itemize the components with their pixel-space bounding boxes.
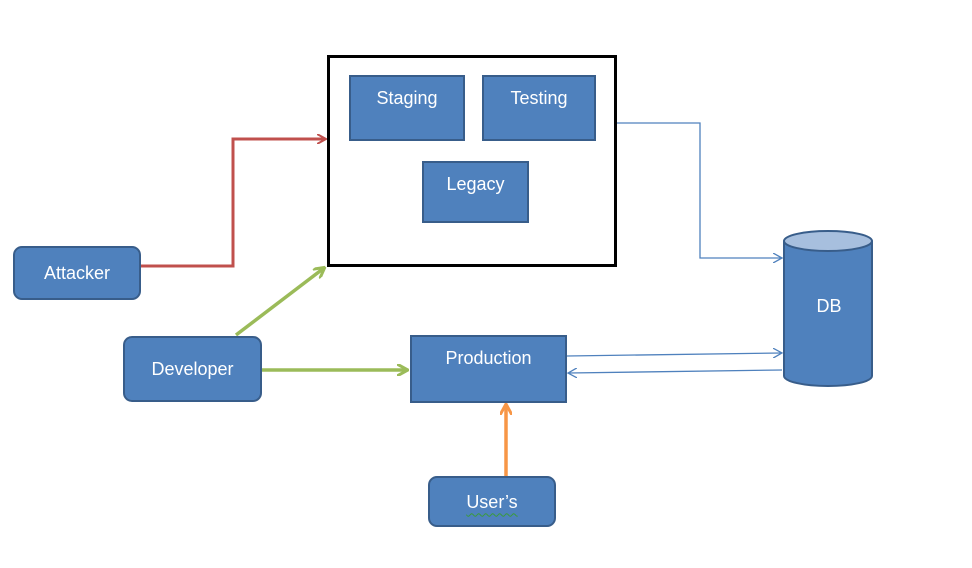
testing-node: Testing (482, 75, 596, 141)
db-to-production-arrow (569, 370, 783, 373)
attacker-node: Attacker (13, 246, 141, 300)
production-node: Production (410, 335, 567, 403)
users-label: User’s (466, 491, 518, 512)
db-cylinder (783, 230, 873, 387)
users-node: User’s (428, 476, 556, 527)
testing-label: Testing (510, 88, 568, 108)
legacy-node: Legacy (422, 161, 529, 223)
attacker-arrow (141, 139, 325, 268)
developer-node: Developer (123, 336, 262, 402)
developer-label: Developer (151, 359, 234, 379)
developer-to-environments-arrow (234, 268, 324, 337)
legacy-label: Legacy (446, 174, 505, 194)
production-to-db-arrow (566, 353, 781, 356)
environments-to-db-arrow (617, 122, 781, 258)
production-label: Production (445, 348, 532, 368)
attacker-label: Attacker (43, 263, 111, 283)
staging-label: Staging (376, 88, 438, 108)
staging-node: Staging (349, 75, 465, 141)
db-label: DB (816, 296, 842, 316)
